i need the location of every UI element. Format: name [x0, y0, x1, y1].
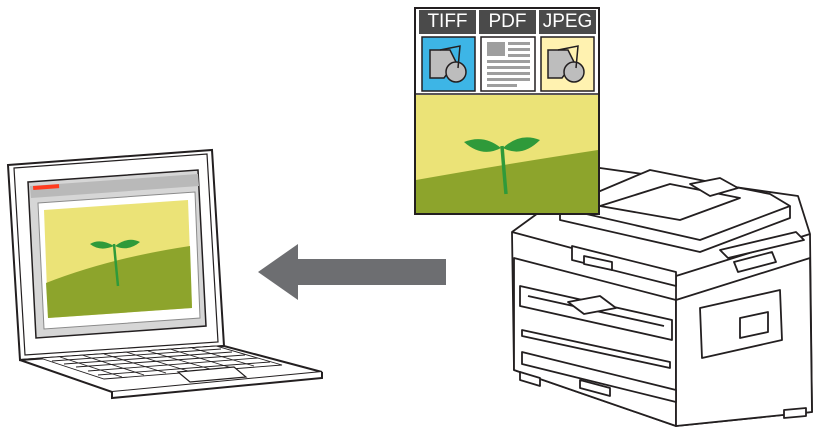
pdf-format-tab: PDF: [479, 10, 536, 34]
laptop-touchpad: [176, 366, 248, 383]
control-panel: [571, 245, 677, 287]
jpeg-format-tab: JPEG: [539, 10, 596, 34]
window-control-icon: [33, 184, 60, 190]
tiff-image-icon: [421, 36, 476, 92]
tiff-format-tab: TIFF: [419, 10, 476, 34]
paper-tray: [521, 351, 677, 403]
pdf-document-icon: [480, 36, 536, 92]
jpeg-image-icon: [540, 36, 595, 92]
sprout-icon: [500, 145, 508, 195]
output-slot: [519, 285, 673, 341]
laptop-keyboard: [39, 345, 283, 380]
